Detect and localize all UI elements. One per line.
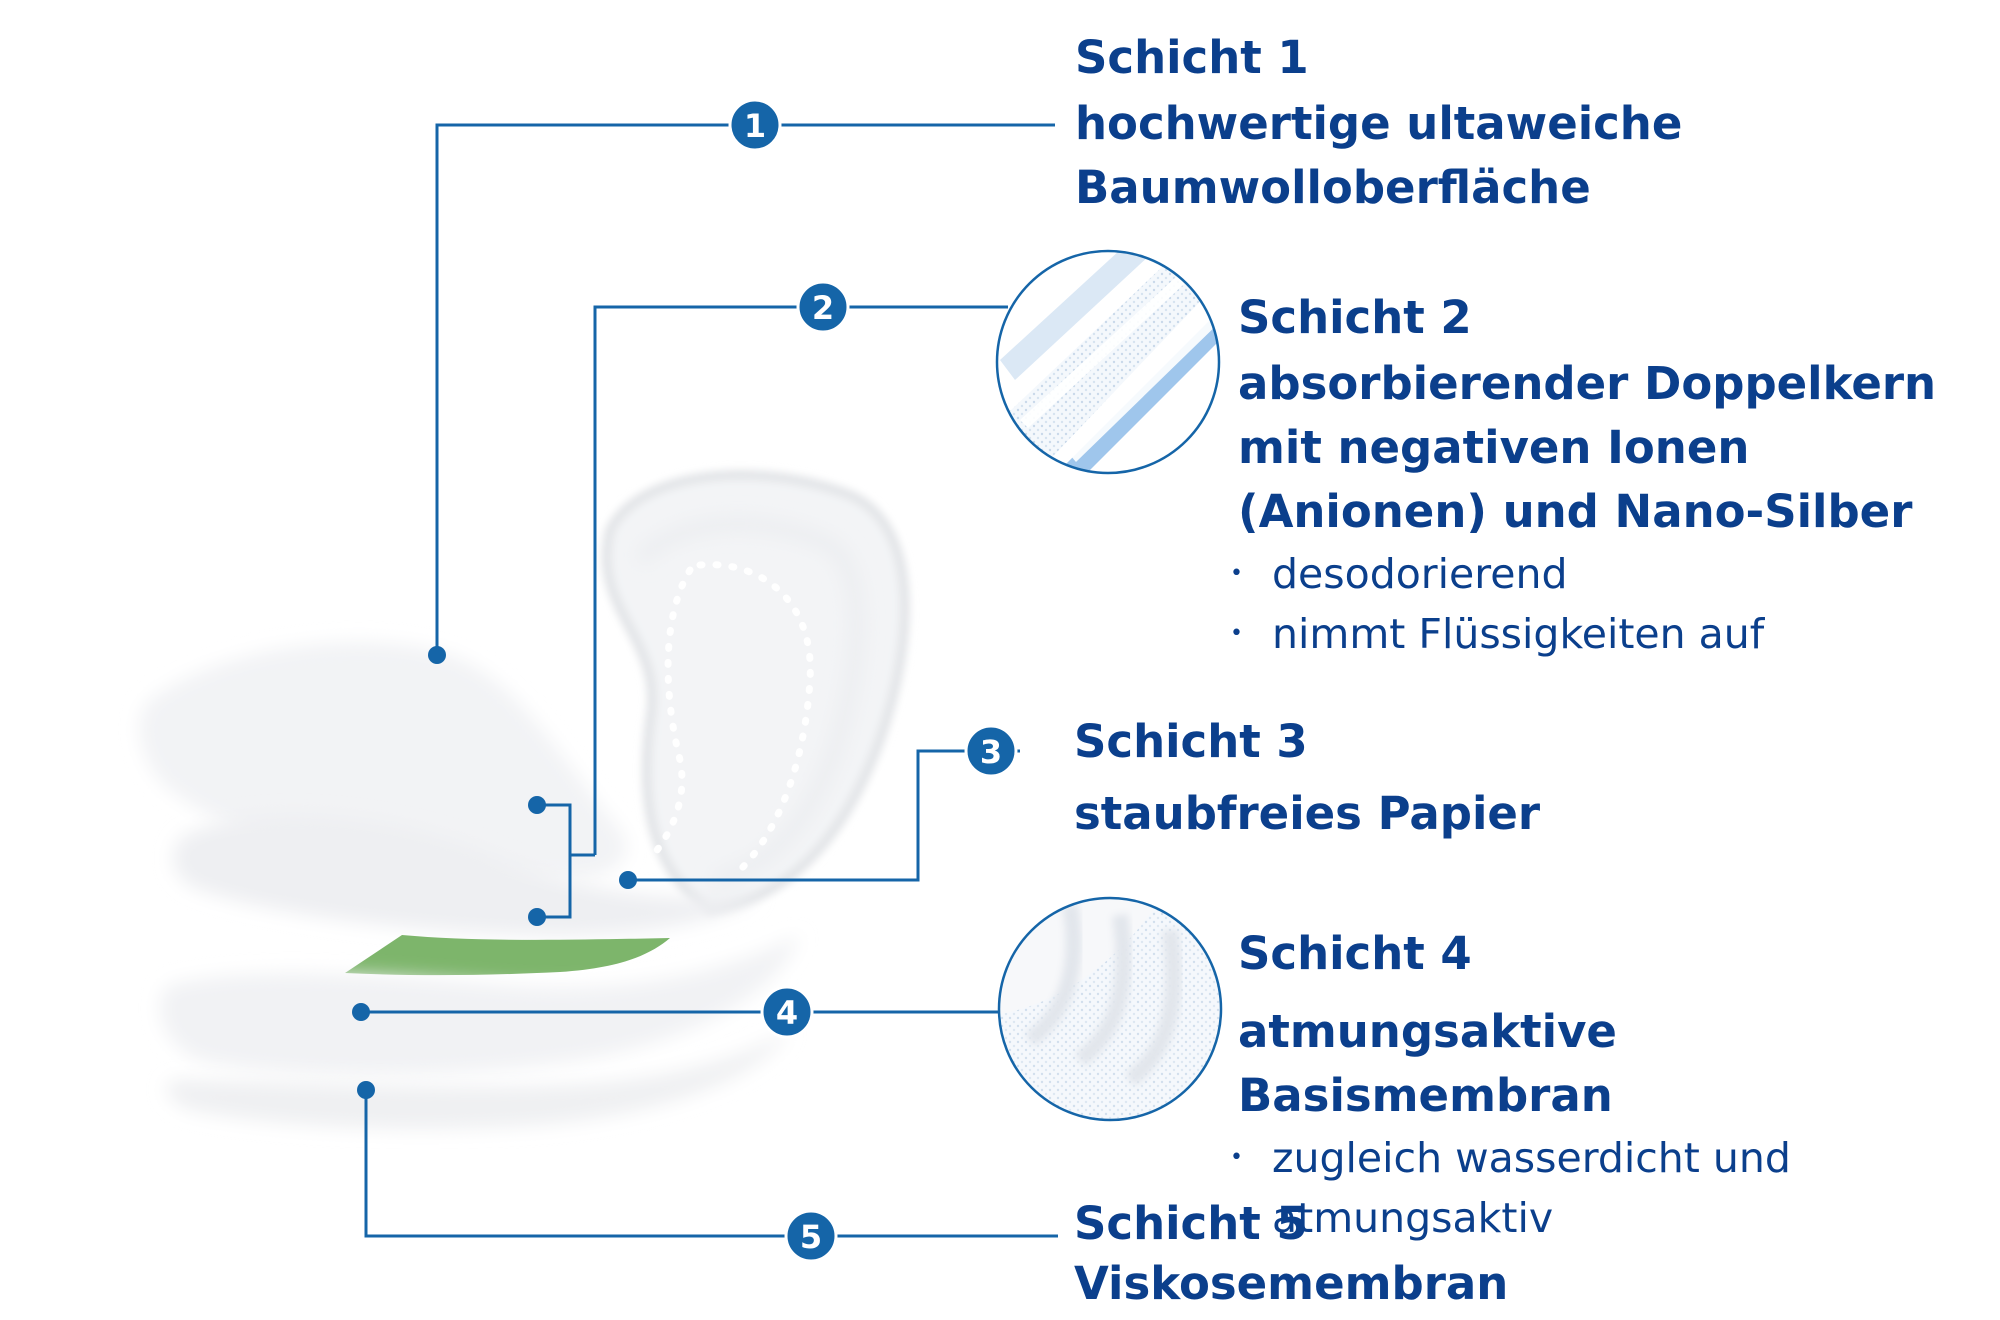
number-badge-3-text: 3 xyxy=(980,733,1002,771)
layer-2-bullet-1: desodorierend xyxy=(1230,544,1993,604)
closeup-membrane-image xyxy=(995,895,1235,1125)
pad-green-layer xyxy=(345,935,670,975)
anchor-dot-2b xyxy=(528,908,546,926)
anchor-dot-5 xyxy=(357,1081,375,1099)
layer-1-title: Schicht 1 xyxy=(1075,30,1835,86)
layer-3-description: staubfreies Papier xyxy=(1074,782,1834,846)
number-badge-3: 3 xyxy=(966,726,1016,776)
number-badge-4-text: 4 xyxy=(776,994,798,1032)
pad-back-layer xyxy=(607,475,905,910)
number-badge-5-text: 5 xyxy=(800,1218,822,1256)
layer-5-title: Schicht 5 xyxy=(1074,1196,1834,1252)
layer-4-description: atmungsaktive Basismembran xyxy=(1238,1000,1993,1128)
number-badge-1-text: 1 xyxy=(744,107,766,145)
anchor-dot-3 xyxy=(619,871,637,889)
number-badge-5: 5 xyxy=(786,1211,836,1261)
layer-5-label: Schicht 5 Viskosemembran xyxy=(1074,1196,1834,1316)
layer-4-title: Schicht 4 xyxy=(1238,926,1993,982)
layer-5-description: Viskosemembran xyxy=(1074,1252,1834,1316)
anchor-dot-2a xyxy=(528,796,546,814)
layer-2-label: Schicht 2 absorbierender Doppelkern mit … xyxy=(1238,290,1993,664)
layer-1-label: Schicht 1 hochwertige ultaweiche Baumwol… xyxy=(1075,30,1835,220)
layer-1-description: hochwertige ultaweiche Baumwolloberfläch… xyxy=(1075,92,1695,220)
number-badge-2-text: 2 xyxy=(812,289,834,327)
number-badge-4: 4 xyxy=(762,987,812,1037)
closeup-core-image xyxy=(990,250,1230,480)
layer-2-bullet-2: nimmt Flüssigkeiten auf xyxy=(1230,604,1993,664)
layer-3-title: Schicht 3 xyxy=(1074,714,1834,770)
layer-2-description: absorbierender Doppelkern mit negativen … xyxy=(1238,352,1993,544)
number-badge-2: 2 xyxy=(798,282,848,332)
anchor-dot-1 xyxy=(428,646,446,664)
layer-2-title: Schicht 2 xyxy=(1238,290,1993,346)
number-badge-1: 1 xyxy=(730,100,780,150)
layer-3-label: Schicht 3 staubfreies Papier xyxy=(1074,714,1834,846)
anchor-dot-4 xyxy=(352,1003,370,1021)
